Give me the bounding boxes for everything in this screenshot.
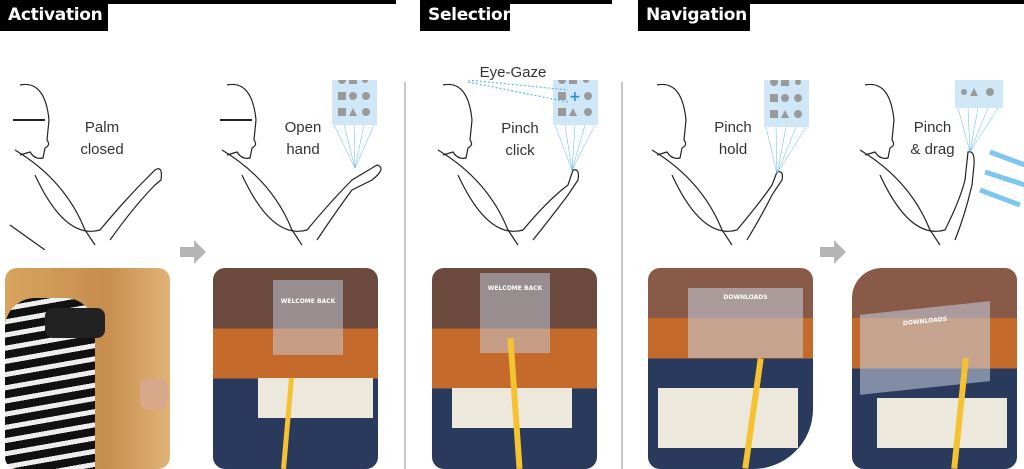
gesture-line1: Open bbox=[284, 119, 322, 136]
panel-title: DOWNLOADS bbox=[723, 294, 768, 301]
gesture-line2: & drag bbox=[910, 141, 955, 158]
coffee-table bbox=[877, 398, 1007, 448]
person-illustration-pinch-hold bbox=[651, 80, 809, 246]
downloads-panel: DOWNLOADS bbox=[688, 288, 803, 358]
arrow-right-icon bbox=[180, 240, 206, 264]
vr-headset bbox=[45, 308, 105, 338]
arrow-right-icon bbox=[820, 240, 846, 264]
gesture-label-pinch-click: Pinch click bbox=[495, 118, 545, 162]
coffee-table bbox=[258, 378, 373, 418]
section-title-navigation: Navigation bbox=[638, 0, 750, 31]
panel-title: WELCOME BACK bbox=[280, 298, 336, 305]
gesture-line2: closed bbox=[80, 141, 124, 158]
panel-title: DOWNLOADS bbox=[902, 315, 948, 328]
header-rule-navigation bbox=[638, 0, 1024, 4]
gesture-label-palm-closed: Palm closed bbox=[72, 117, 132, 161]
divider-2 bbox=[621, 82, 623, 469]
gesture-line2: click bbox=[505, 142, 535, 159]
menu-panel: WELCOME BACK bbox=[273, 280, 343, 355]
photo-vr-view-pinch-drag: DOWNLOADS bbox=[852, 268, 1017, 469]
gesture-line1: Pinch bbox=[913, 119, 952, 136]
gesture-label-pinch-drag: Pinch & drag bbox=[905, 117, 960, 161]
gesture-line2: hand bbox=[286, 141, 320, 158]
gesture-line1: Palm bbox=[84, 119, 120, 136]
downloads-panel: DOWNLOADS bbox=[860, 301, 990, 395]
panel-title: WELCOME BACK bbox=[487, 285, 543, 292]
gesture-line2: hold bbox=[718, 141, 748, 158]
person-illustration-open-hand bbox=[220, 80, 382, 246]
photo-vr-view-pinch-hold: DOWNLOADS bbox=[648, 268, 813, 469]
eye-gaze-label: Eye-Gaze bbox=[479, 64, 547, 81]
svg-text:+: + bbox=[569, 89, 581, 105]
user-hand bbox=[140, 378, 168, 410]
header-rule-selection bbox=[420, 0, 612, 4]
photo-user-with-headset bbox=[5, 268, 170, 469]
person-illustration-pinch-drag bbox=[859, 80, 1024, 246]
photo-vr-view-activation: WELCOME BACK bbox=[213, 268, 378, 469]
gesture-label-open-hand: Open hand bbox=[278, 117, 328, 161]
coffee-table bbox=[658, 388, 798, 448]
person-illustration-palm-closed bbox=[9, 83, 162, 250]
menu-panel: WELCOME BACK bbox=[480, 273, 550, 353]
gesture-label-pinch-hold: Pinch hold bbox=[708, 117, 758, 161]
person-illustration-pinch-click: + bbox=[437, 80, 598, 246]
gesture-line1: Pinch bbox=[501, 120, 539, 137]
section-title-activation: Activation bbox=[0, 0, 108, 31]
photo-vr-view-selection: WELCOME BACK bbox=[432, 268, 597, 469]
section-title-selection: Selection bbox=[420, 0, 515, 31]
header-rule-activation bbox=[0, 0, 396, 4]
gesture-line1: Pinch bbox=[714, 119, 752, 136]
divider-1 bbox=[404, 82, 406, 469]
